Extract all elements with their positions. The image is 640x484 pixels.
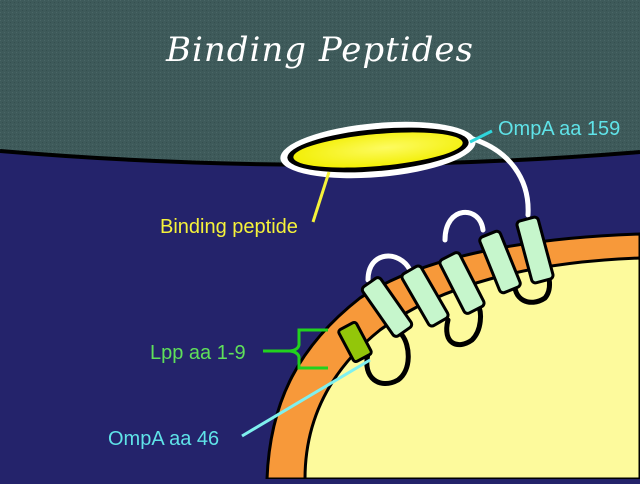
ompa-46-pointer [241, 358, 371, 438]
extracellular-region [0, 0, 640, 165]
binding-peptide-pointer [311, 171, 331, 223]
label-ompa-46: OmpA aa 46 [108, 428, 220, 450]
label-ompa-159: OmpA aa 159 [498, 118, 621, 140]
label-binding-peptide: Binding peptide [160, 216, 298, 238]
binding-peptide-shape [280, 121, 476, 179]
ompa-barrel-strands [360, 215, 555, 338]
outer-loops [365, 135, 531, 283]
label-lpp: Lpp aa 1-9 [150, 342, 246, 364]
lpp-anchor-block [337, 320, 373, 364]
lpp-bracket [263, 328, 328, 370]
diagram-title: Binding Peptides [166, 30, 474, 70]
ompa-159-pointer [469, 129, 493, 144]
